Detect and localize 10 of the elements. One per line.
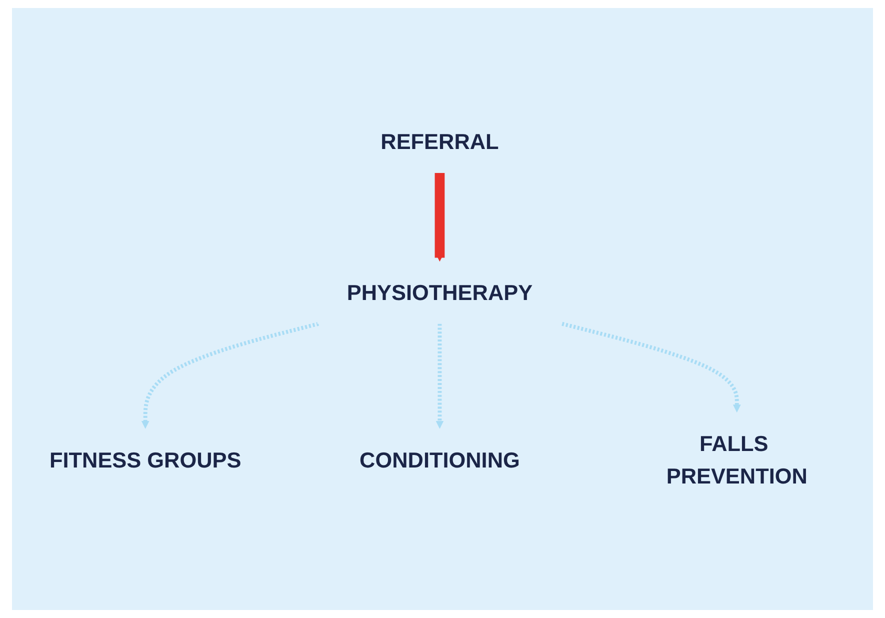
arrow <box>434 172 445 262</box>
diagram-background: REFERRAL PHYSIOTHERAPY FITNESS GROUPS CONDITIONING FALLS PREVENTION <box>12 8 873 610</box>
node-text: FITNESS GROUPS <box>49 448 242 472</box>
arrow <box>141 322 319 429</box>
arrow <box>562 322 741 413</box>
node-text: FALLS PREVENTION <box>666 431 808 489</box>
arrow <box>436 324 444 429</box>
node-text: REFERRAL <box>380 129 499 154</box>
node-text: CONDITIONING <box>360 448 520 472</box>
node-text: PHYSIOTHERAPY <box>346 280 533 306</box>
